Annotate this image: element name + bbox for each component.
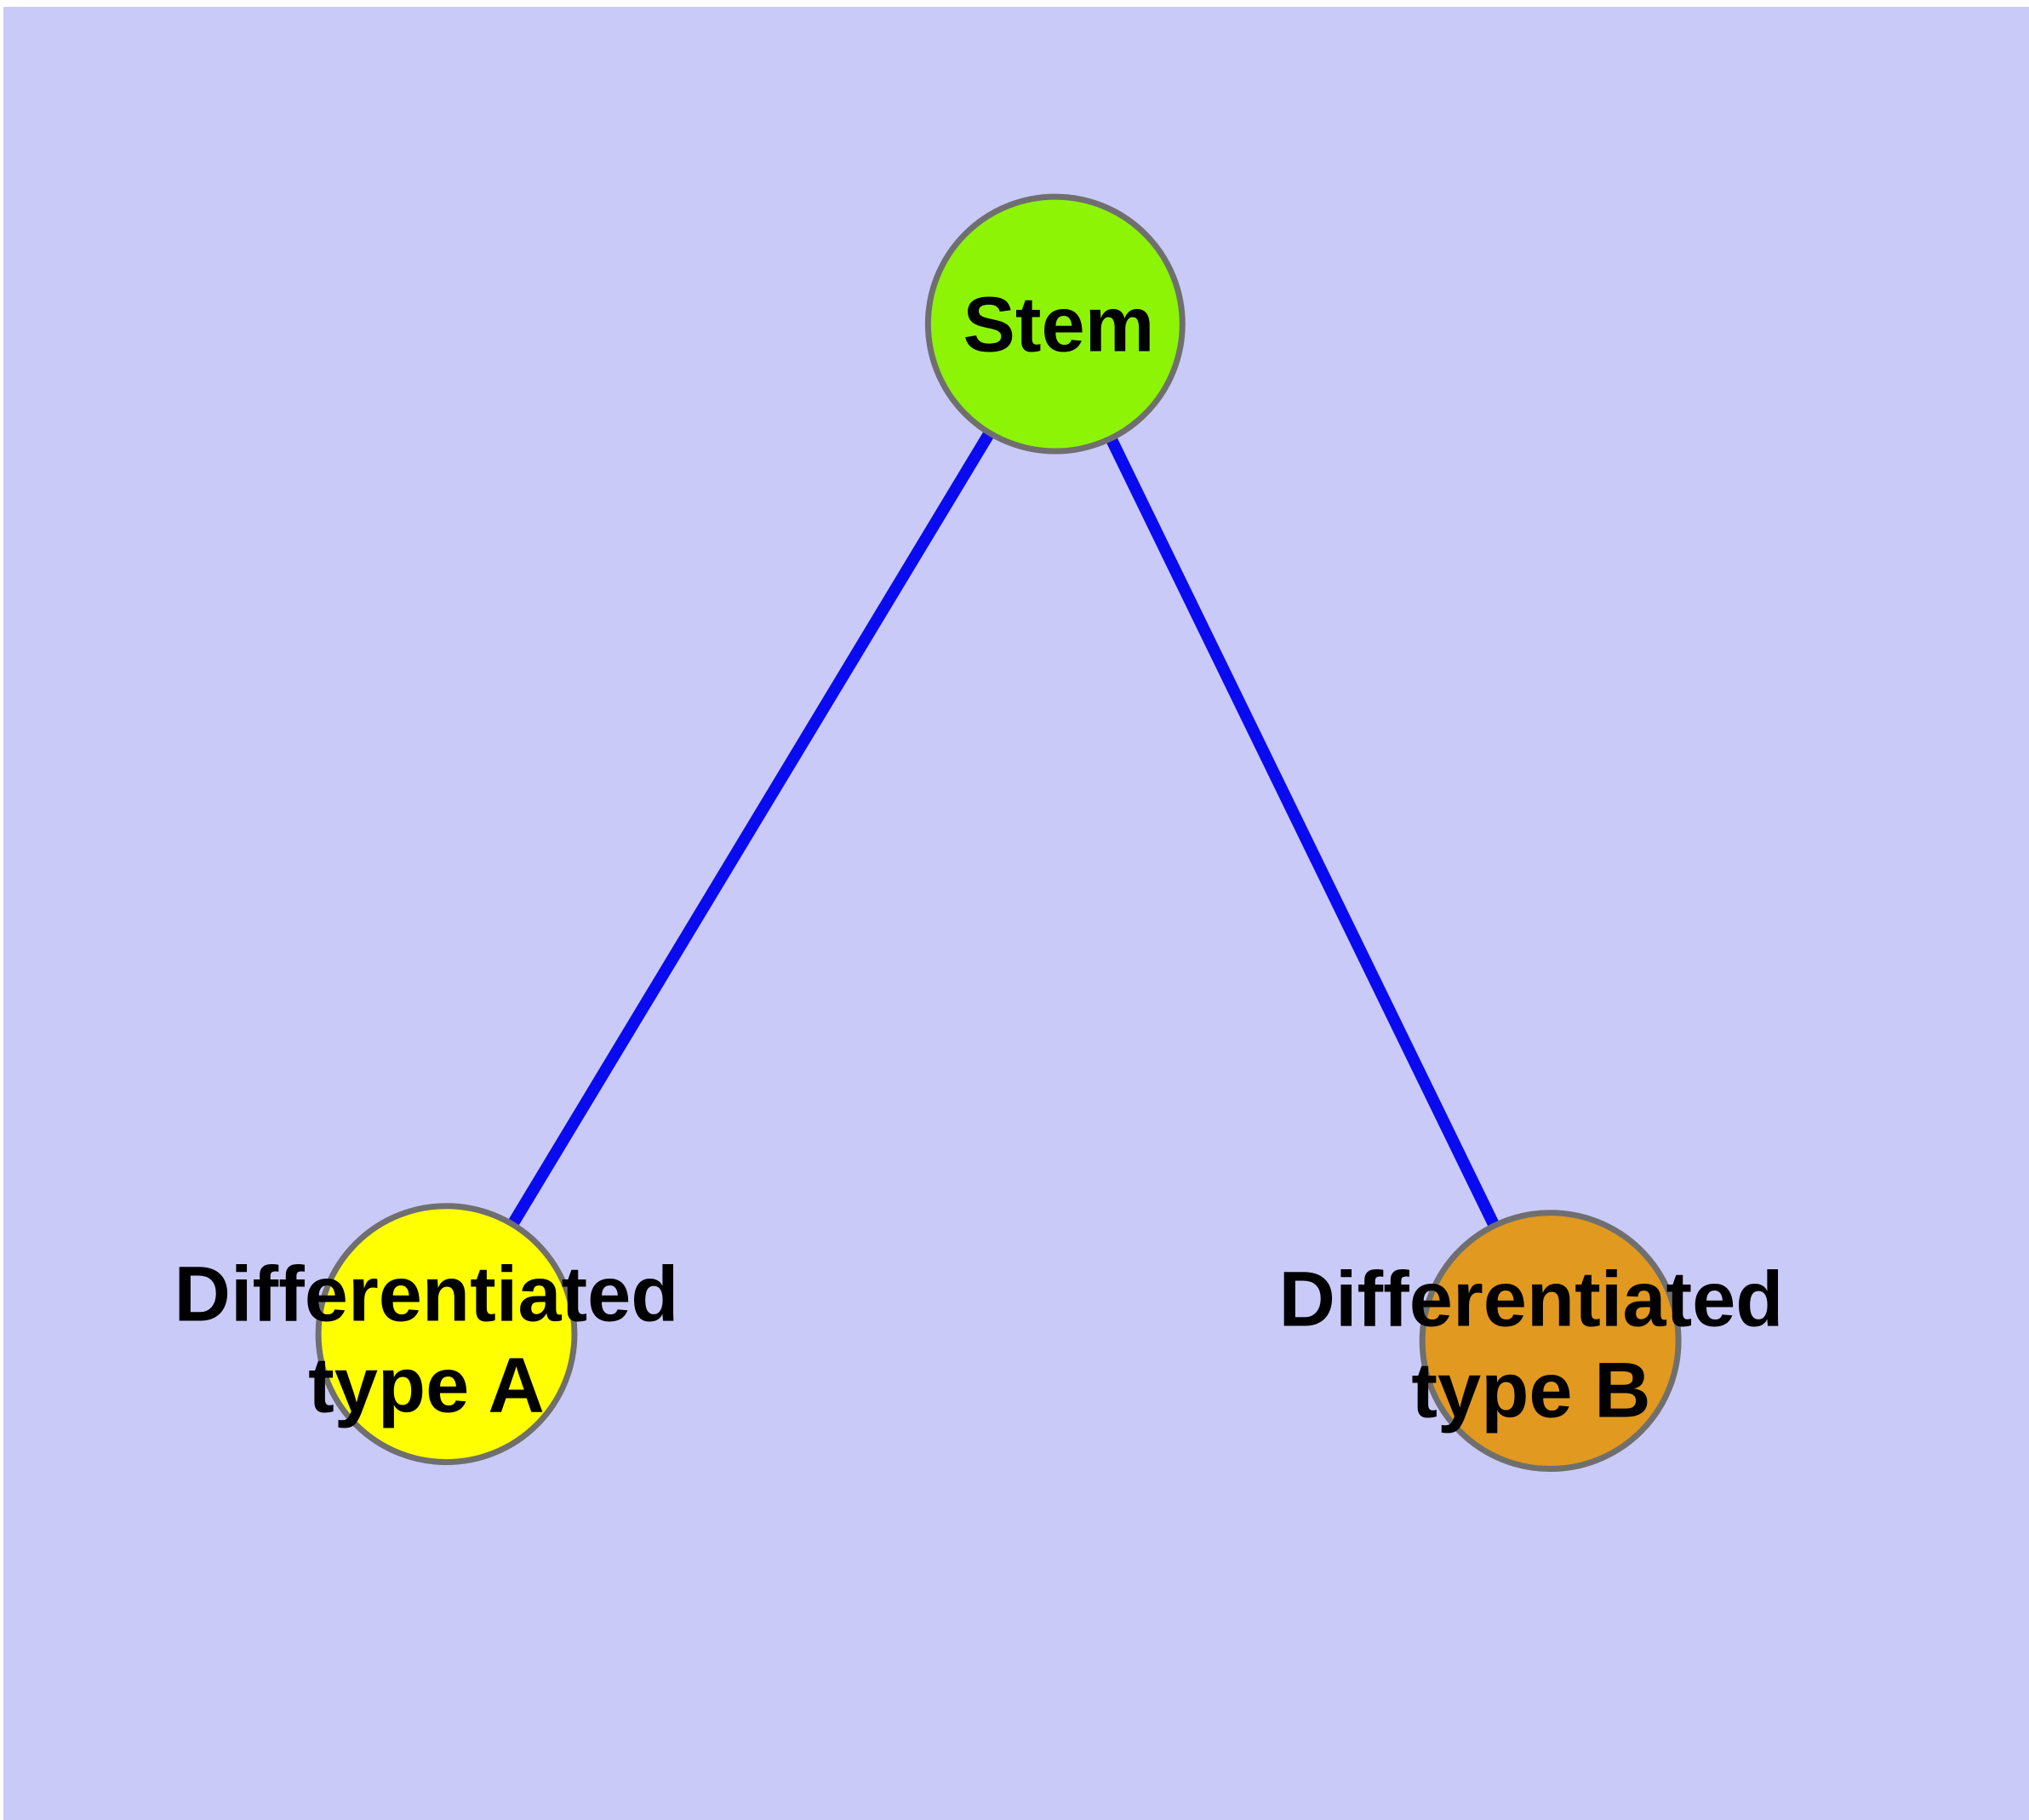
diagram-background: Stem Differentiated type A Differentiate… bbox=[3, 7, 2029, 1820]
graph-canvas bbox=[315, 193, 1682, 1473]
node-type-b-circle bbox=[1419, 1210, 1682, 1473]
node-type-a-circle bbox=[315, 1203, 578, 1466]
node-stem-circle bbox=[924, 193, 1186, 455]
edge-stem-to-type-a bbox=[441, 321, 1060, 1337]
edge-stem-to-type-b bbox=[1049, 321, 1556, 1344]
